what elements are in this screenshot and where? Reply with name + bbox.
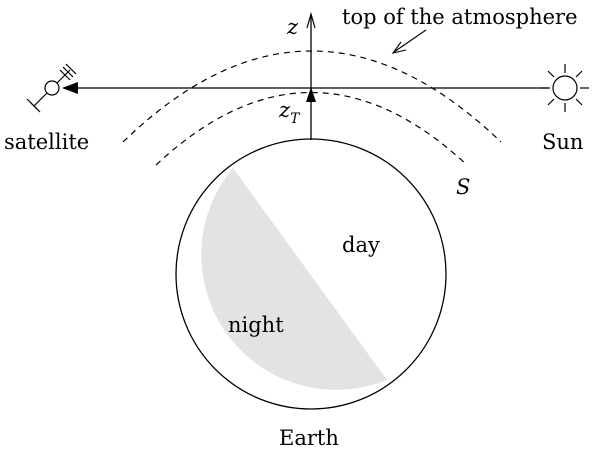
z-top-arrowhead: [306, 87, 316, 102]
surface-s-arc: [155, 91, 468, 166]
satellite-icon: [26, 63, 77, 113]
atmosphere-label: top of the atmosphere: [342, 5, 578, 29]
day-label: day: [342, 233, 380, 257]
z-axis-arrowhead: [306, 11, 316, 29]
z-top-label: zT: [278, 98, 301, 127]
sun-icon: [541, 64, 589, 112]
earth-label: Earth: [279, 426, 339, 450]
atmosphere-pointer-head: [391, 41, 407, 54]
satellite-label: satellite: [4, 130, 89, 154]
z-top-base: z: [278, 98, 291, 122]
path-s-label: S: [456, 175, 470, 199]
atmosphere-pointer-line: [393, 29, 427, 53]
ray-arrowhead: [62, 82, 78, 94]
z-axis-label: z: [286, 15, 299, 39]
sun-label: Sun: [542, 130, 583, 154]
z-top-subscript: T: [290, 111, 301, 127]
earth-night-side: [201, 168, 387, 390]
night-label: night: [228, 313, 284, 337]
